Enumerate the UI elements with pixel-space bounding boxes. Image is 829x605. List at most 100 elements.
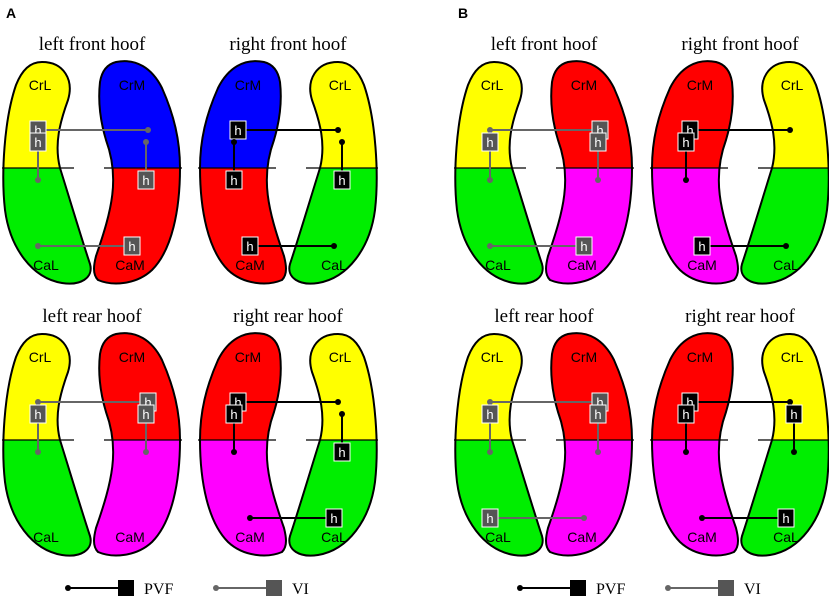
marker-label: h	[144, 395, 151, 410]
legend-pvf-label: PVF	[144, 581, 173, 598]
marker-dot	[581, 515, 587, 521]
segment-label: CaL	[33, 529, 59, 545]
segment-label: CrM	[687, 77, 713, 93]
marker-dot	[35, 399, 41, 405]
marker-dot	[787, 399, 793, 405]
claw-outline	[650, 332, 739, 557]
segment-label: CaL	[485, 529, 511, 545]
legend-vi-dot	[665, 585, 671, 591]
pvf-marker: h	[785, 404, 803, 455]
segment-CrL	[289, 334, 377, 440]
segment-label: CrL	[329, 349, 352, 365]
claw-outline	[288, 332, 378, 557]
marker-label: h	[486, 135, 493, 150]
marker-dot	[595, 449, 601, 455]
segment-label: CrM	[571, 77, 597, 93]
vi-marker: h	[481, 508, 587, 528]
vi-marker: h	[481, 404, 499, 455]
marker-label: h	[246, 239, 253, 254]
marker-label: h	[142, 173, 149, 188]
hoof-shape	[198, 332, 378, 557]
marker-box	[229, 120, 247, 140]
claw-outline	[650, 60, 739, 285]
segment-CrL	[741, 62, 829, 168]
pvf-marker: h	[225, 404, 243, 455]
pvf-marker: h	[333, 139, 351, 190]
segment-label: CaL	[773, 529, 799, 545]
hoof-title: left rear hoof	[494, 306, 594, 327]
segment-label: CaM	[567, 257, 597, 273]
claw-outline	[2, 60, 92, 285]
marker-dot	[145, 127, 151, 133]
panel-label: A	[6, 5, 16, 21]
marker-box	[785, 404, 803, 424]
pvf-marker: h	[677, 404, 695, 455]
legend-pvf-box	[570, 580, 586, 596]
marker-label: h	[234, 395, 241, 410]
segment-CrL	[741, 334, 829, 440]
marker-box	[225, 404, 243, 424]
marker-dot	[683, 177, 689, 183]
marker-box	[29, 404, 47, 424]
segment-label: CrM	[571, 349, 597, 365]
hoof-title: left front hoof	[39, 34, 146, 55]
claw-outline	[93, 332, 182, 557]
marker-label: h	[596, 123, 603, 138]
segment-label: CrM	[119, 349, 145, 365]
marker-dot	[683, 449, 689, 455]
vi-marker: h	[589, 132, 607, 183]
hoof-title: right front hoof	[229, 34, 347, 55]
segment-label: CrL	[481, 349, 504, 365]
segment-label: CrL	[481, 77, 504, 93]
pvf-marker: h	[677, 132, 695, 183]
segment-label: CaL	[33, 257, 59, 273]
marker-box	[325, 508, 343, 528]
segment-CrL	[455, 62, 543, 168]
marker-label: h	[486, 511, 493, 526]
legend-pvf-dot	[65, 585, 71, 591]
claw-outline	[288, 60, 378, 285]
pvf-marker: h	[699, 508, 795, 528]
marker-dot	[231, 449, 237, 455]
marker-label: h	[338, 173, 345, 188]
marker-dot	[35, 243, 41, 249]
marker-dot	[335, 399, 341, 405]
marker-box	[693, 236, 711, 256]
marker-label: h	[142, 407, 149, 422]
claw-outline	[454, 60, 544, 285]
claw-outline	[740, 332, 829, 557]
segment-CrL	[455, 334, 543, 440]
marker-label: h	[682, 407, 689, 422]
hoof-title: left front hoof	[491, 34, 598, 55]
marker-label: h	[234, 123, 241, 138]
marker-label: h	[682, 135, 689, 150]
marker-label: h	[686, 123, 693, 138]
hoof-title: right rear hoof	[233, 306, 343, 327]
marker-box	[481, 132, 499, 152]
marker-dot	[487, 399, 493, 405]
marker-label: h	[230, 173, 237, 188]
segment-label: CaL	[321, 529, 347, 545]
hoof-title: right rear hoof	[685, 306, 795, 327]
segment-label: CaL	[321, 257, 347, 273]
legend-vi-box	[718, 580, 734, 596]
vi-marker: h	[589, 404, 607, 455]
segment-CrL	[289, 62, 377, 168]
claw-outline	[198, 60, 287, 285]
segment-label: CaM	[235, 257, 265, 273]
marker-dot	[783, 243, 789, 249]
pvf-marker: h	[241, 236, 337, 256]
marker-label: h	[34, 407, 41, 422]
marker-box	[241, 236, 259, 256]
marker-dot	[35, 449, 41, 455]
vi-marker: h	[137, 139, 155, 190]
vi-marker: h	[137, 404, 155, 455]
segment-label: CaM	[687, 257, 717, 273]
